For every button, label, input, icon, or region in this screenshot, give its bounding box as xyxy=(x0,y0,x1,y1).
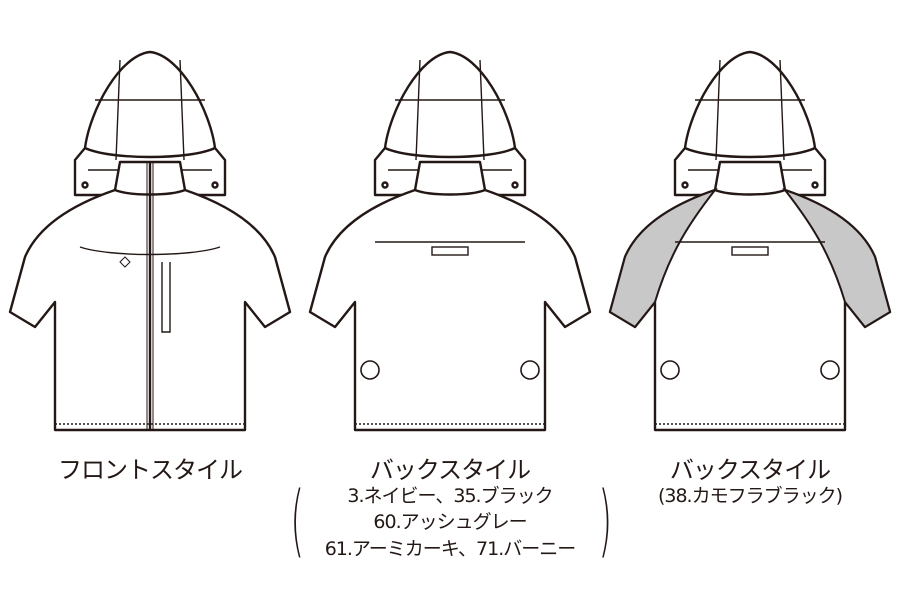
camo-color-line: (38.カモフラブラック) xyxy=(657,485,843,507)
camo-back-style-label: バックスタイル xyxy=(669,456,831,484)
paren-open: ( xyxy=(290,476,305,566)
front-style-label: フロントスタイル xyxy=(58,456,243,484)
back-style-label: バックスタイル xyxy=(369,456,531,484)
color-line-1: 3.ネイビー、35.ブラック xyxy=(347,485,553,507)
front-body xyxy=(8,160,292,432)
camo-back-body xyxy=(608,160,892,432)
color-line-3: 61.アーミカーキ、71.バーニー xyxy=(324,538,577,560)
paren-close: ) xyxy=(598,476,613,566)
color-line-2: 60.アッシュグレー xyxy=(373,511,527,533)
back-body xyxy=(308,160,592,432)
